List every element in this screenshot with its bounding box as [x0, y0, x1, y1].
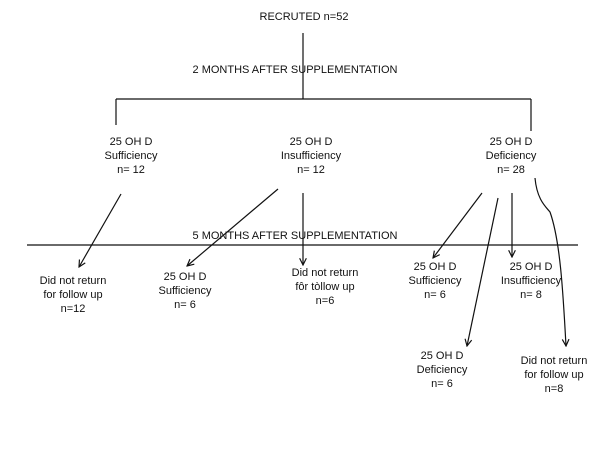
node-2m-deficiency: 25 OH D Deficiency n= 28	[485, 136, 537, 176]
arrow-def-to-suff	[433, 192, 483, 258]
node-5m-deficiency: 25 OH D Deficiency n= 6	[416, 350, 468, 390]
phase-2-months-label: 2 MONTHS AFTER SUPPLEMENTATION	[192, 64, 398, 76]
phase-5-months-label: 5 MONTHS AFTER SUPPLEMENTATION	[192, 230, 398, 242]
recruited-label: RECRUTED n=52	[259, 11, 349, 23]
node-5m-sufficiency-b: 25 OH D Sufficiency n= 6	[408, 261, 462, 301]
node-2m-sufficiency: 25 OH D Sufficiency n= 12	[104, 136, 158, 176]
node-5m-insufficiency: 25 OH D Insufficiency n= 8	[500, 261, 562, 301]
node-2m-insufficiency: 25 OH D Insufficiency n= 12	[280, 136, 342, 176]
node-5m-noreturn-b: Did not return fôr tòllow up n=6	[291, 267, 359, 307]
arrow-def-to-noreturn	[534, 177, 566, 346]
node-5m-noreturn-a: Did not return for follow up n=12	[39, 275, 107, 315]
node-5m-sufficiency-a: 25 OH D Sufficiency n= 6	[158, 271, 212, 311]
node-5m-noreturn-c: Did not return for follow up n=8	[520, 355, 588, 395]
arrow-insuff-to-suff	[187, 188, 279, 266]
arrow-def-to-def	[467, 197, 499, 346]
arrow-suff-to-noreturn	[79, 193, 122, 267]
